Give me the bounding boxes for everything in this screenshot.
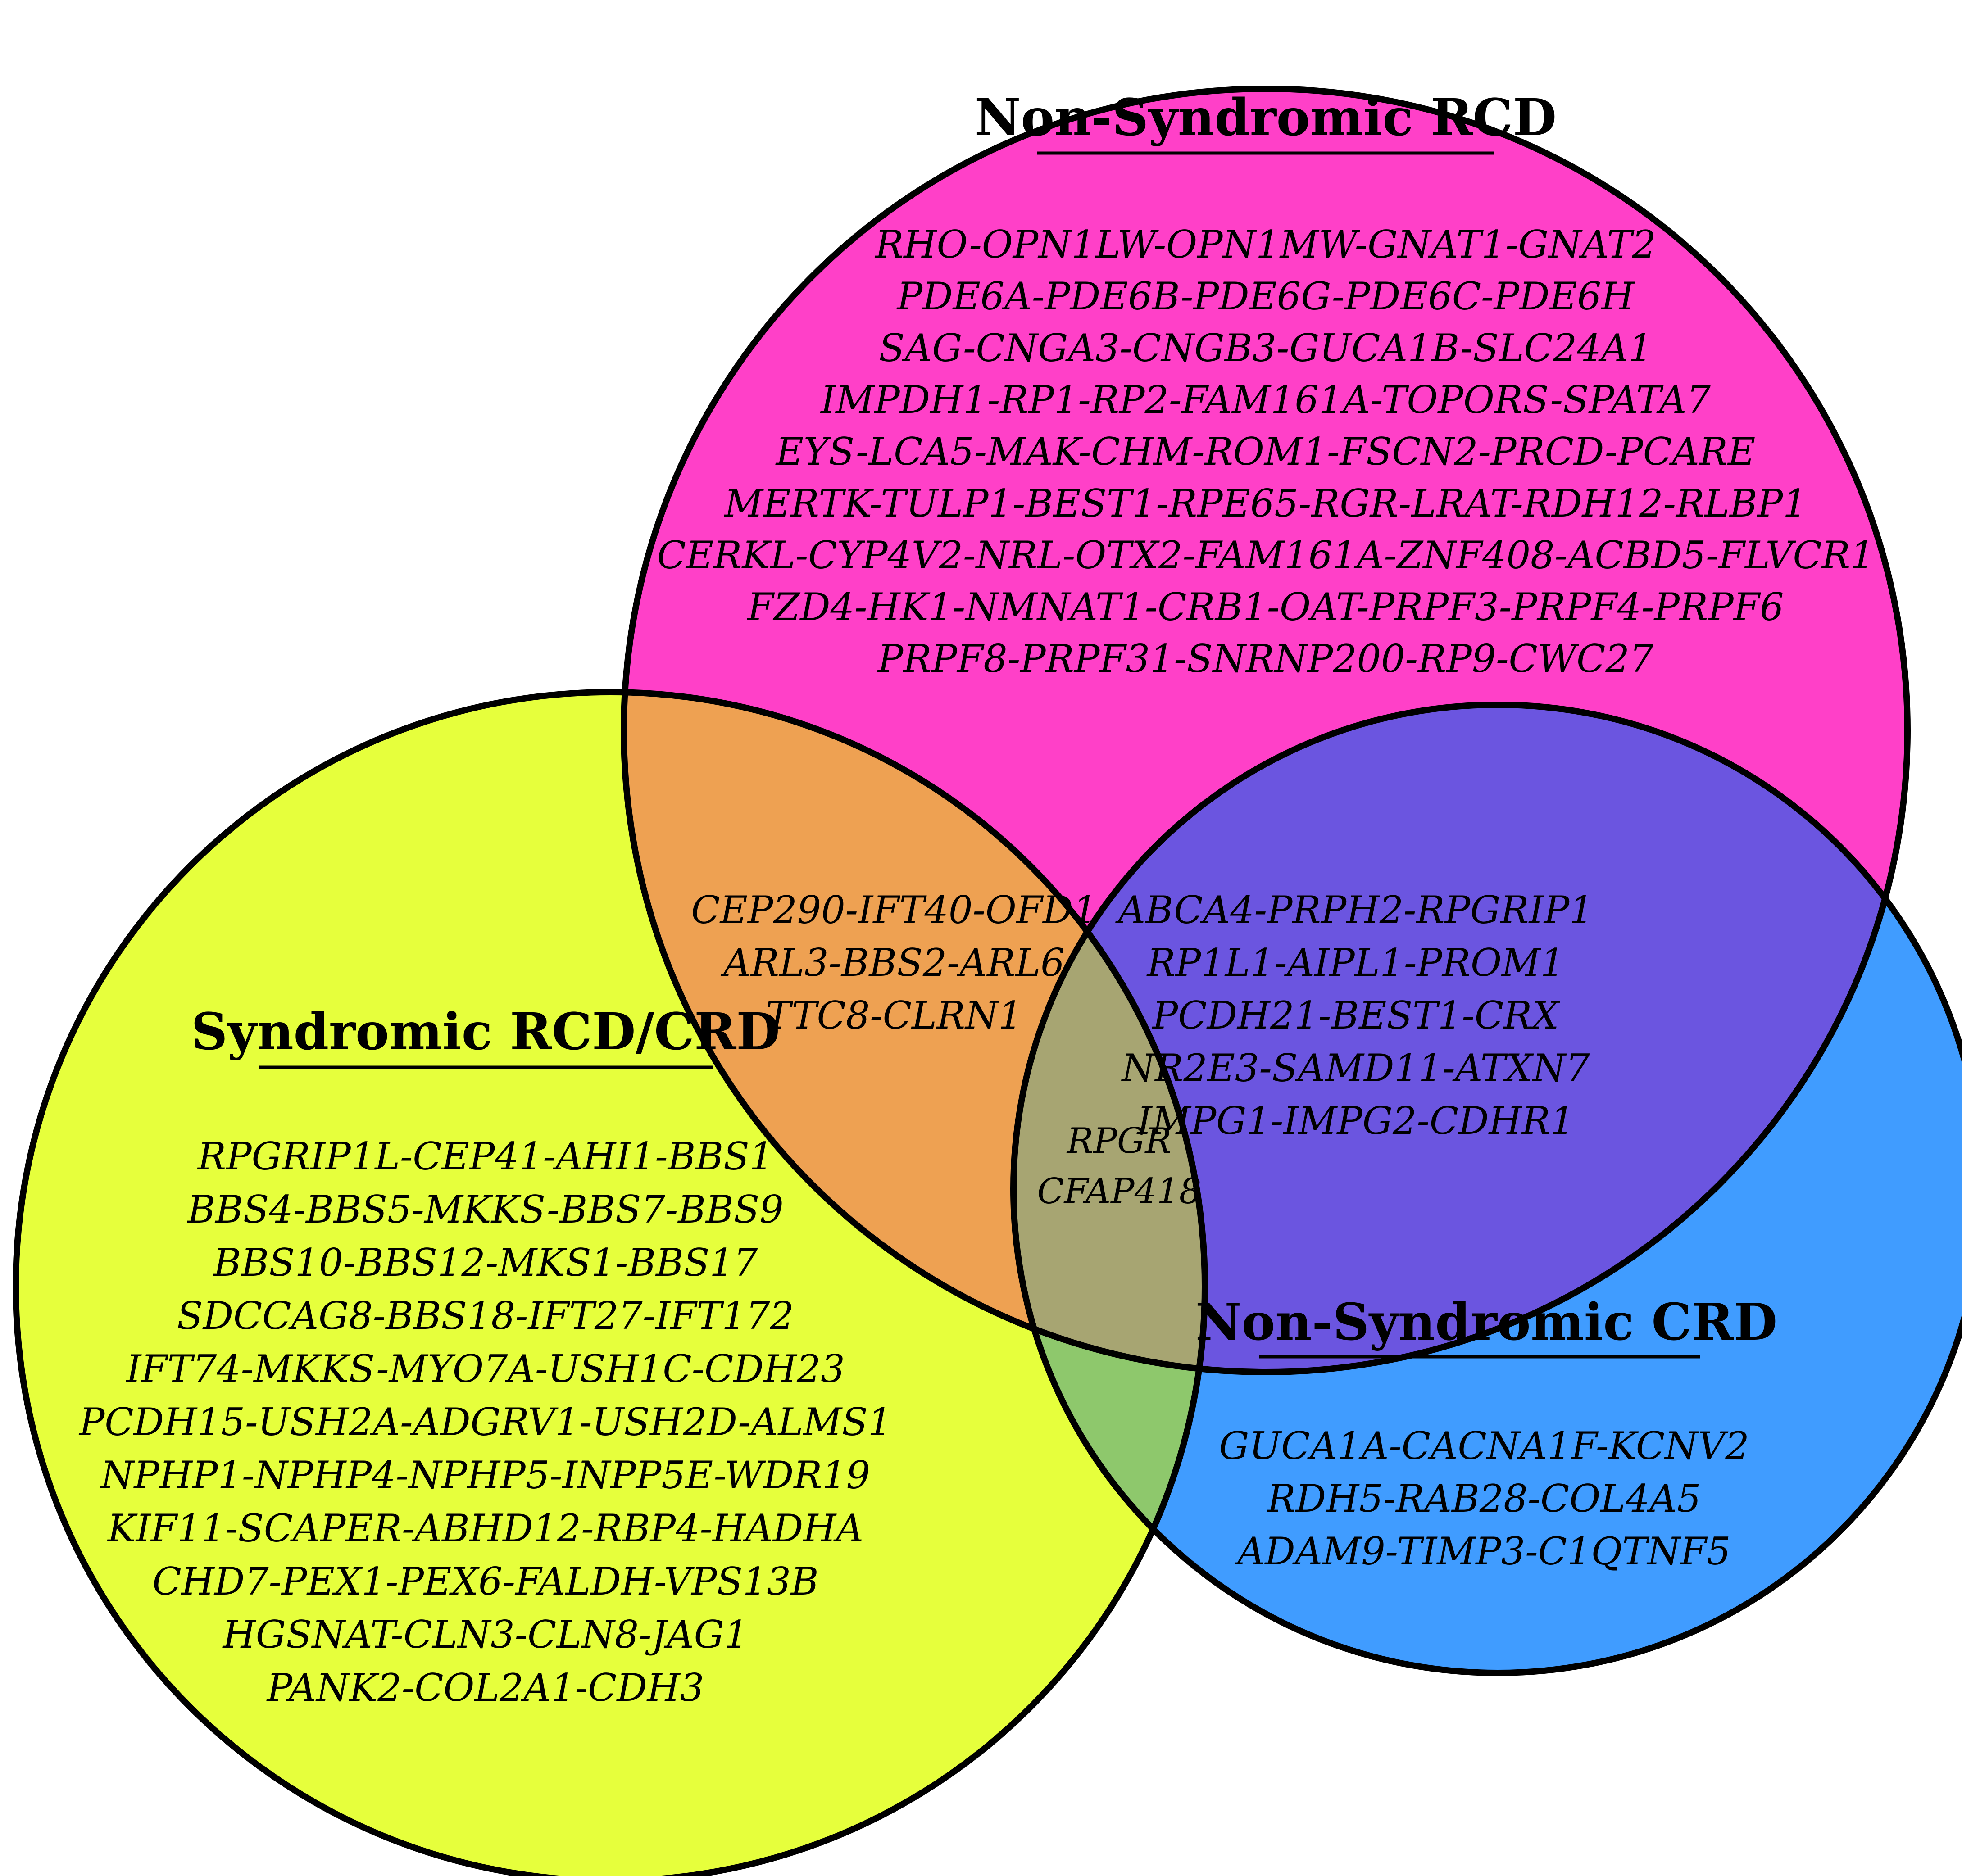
gene-line: IFT74-MKKS-MYO7A-USH1C-CDH23 bbox=[125, 1347, 845, 1391]
non-syndromic-rcd-outline bbox=[621, 86, 1911, 1375]
gene-line: PCDH21-BEST1-CRX bbox=[1152, 993, 1561, 1038]
circle-outlines bbox=[13, 86, 1962, 1876]
gene-line: NPHP1-NPHP4-NPHP5-INPP5E-WDR19 bbox=[100, 1453, 871, 1497]
gene-line: CEP290-IFT40-OFD1 bbox=[691, 888, 1097, 932]
gene-line: EYS-LCA5-MAK-CHM-ROM1-FSCN2-PRCD-PCARE bbox=[775, 430, 1756, 474]
non-syndromic-rcd-gene-list: RHO-OPN1LW-OPN1MW-GNAT1-GNAT2PDE6A-PDE6B… bbox=[657, 222, 1875, 681]
gene-line: RDH5-RAB28-COL4A5 bbox=[1266, 1477, 1701, 1521]
non-syndromic-crd-gene-list: GUCA1A-CACNA1F-KCNV2RDH5-RAB28-COL4A5ADA… bbox=[1219, 1424, 1749, 1573]
gene-line: NR2E3-SAMD11-ATXN7 bbox=[1121, 1046, 1590, 1090]
gene-line: ABCA4-PRPH2-RPGRIP1 bbox=[1115, 888, 1593, 932]
gene-line: IMPG1-IMPG2-CDHR1 bbox=[1136, 1099, 1575, 1143]
gene-line: BBS10-BBS12-MKS1-BBS17 bbox=[213, 1241, 758, 1285]
syndromic-gene-list: RPGRIP1L-CEP41-AHI1-BBS1BBS4-BBS5-MKKS-B… bbox=[78, 1134, 892, 1710]
rcd-crd-gene-list: ABCA4-PRPH2-RPGRIP1RP1L1-AIPL1-PROM1PCDH… bbox=[1115, 888, 1593, 1143]
gene-line: RHO-OPN1LW-OPN1MW-GNAT1-GNAT2 bbox=[874, 222, 1656, 267]
gene-line: ADAM9-TIMP3-C1QTNF5 bbox=[1235, 1529, 1731, 1573]
gene-line: BBS4-BBS5-MKKS-BBS7-BBS9 bbox=[186, 1187, 783, 1232]
gene-line: RPGR bbox=[1066, 1121, 1172, 1161]
rcd-crd-overlap bbox=[1013, 705, 1908, 1372]
syndromic-outline bbox=[13, 689, 1208, 1876]
gene-line: FZD4-HK1-NMNAT1-CRB1-OAT-PRPF3-PRPF4-PRP… bbox=[747, 585, 1784, 629]
gene-line: TTC8-CLRN1 bbox=[766, 993, 1022, 1038]
non-syndromic-rcd-title: Non-Syndromic RCD bbox=[975, 88, 1557, 147]
gene-line: CFAP418 bbox=[1037, 1171, 1202, 1212]
gene-line: GUCA1A-CACNA1F-KCNV2 bbox=[1219, 1424, 1749, 1468]
gene-line: PRPF8-PRPF31-SNRNP200-RP9-CWC27 bbox=[877, 637, 1654, 681]
center-gene-list: RPGR CFAP418 bbox=[1037, 1121, 1202, 1212]
gene-line: ARL3-BBS2-ARL6 bbox=[720, 941, 1064, 985]
gene-line: PANK2-COL2A1-CDH3 bbox=[266, 1666, 704, 1710]
gene-line: KIF11-SCAPER-ABHD12-RBP4-HADHA bbox=[107, 1506, 863, 1550]
gene-line: RP1L1-AIPL1-PROM1 bbox=[1146, 941, 1565, 985]
gene-line: CERKL-CYP4V2-NRL-OTX2-FAM161A-ZNF408-ACB… bbox=[657, 533, 1875, 577]
gene-line: CHD7-PEX1-PEX6-FALDH-VPS13B bbox=[152, 1559, 818, 1604]
gene-line: HGSNAT-CLN3-CLN8-JAG1 bbox=[222, 1613, 749, 1657]
gene-line: SAG-CNGA3-CNGB3-GUCA1B-SLC24A1 bbox=[879, 326, 1653, 370]
rcd-syndromic-overlap bbox=[624, 692, 1205, 1372]
rcd-syndromic-gene-list: CEP290-IFT40-OFD1ARL3-BBS2-ARL6TTC8-CLRN… bbox=[691, 888, 1097, 1038]
gene-line: PDE6A-PDE6B-PDE6G-PDE6C-PDE6H bbox=[896, 274, 1635, 318]
syndromic-title: Syndromic RCD/CRD bbox=[191, 1002, 780, 1061]
gene-line: SDCCAG8-BBS18-IFT27-IFT172 bbox=[177, 1294, 794, 1338]
gene-line: MERTK-TULP1-BEST1-RPE65-RGR-LRAT-RDH12-R… bbox=[723, 481, 1807, 526]
gene-line: PCDH15-USH2A-ADGRV1-USH2D-ALMS1 bbox=[78, 1400, 892, 1444]
non-syndromic-crd-title: Non-Syndromic CRD bbox=[1195, 1293, 1777, 1352]
gene-line: IMPDH1-RP1-RP2-FAM161A-TOPORS-SPATA7 bbox=[820, 378, 1711, 422]
non-syndromic-crd-outline bbox=[1010, 702, 1962, 1676]
gene-line: RPGRIP1L-CEP41-AHI1-BBS1 bbox=[197, 1134, 773, 1178]
